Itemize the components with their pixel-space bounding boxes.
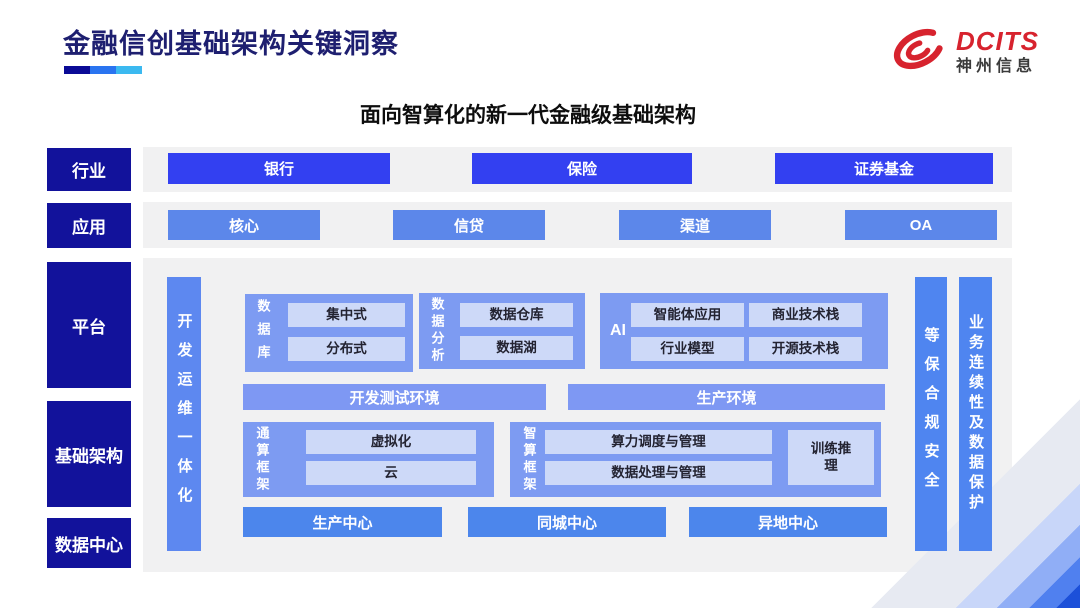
group-intelligent-compute-label: 智算框架: [521, 425, 537, 494]
application-item-oa: OA: [845, 210, 997, 240]
group-ai-label: AI: [610, 322, 626, 339]
layer-label-platform: 平台: [47, 262, 131, 388]
general-item-virtualization: 虚拟化: [306, 430, 476, 454]
intelligent-item-compute-scheduling: 算力调度与管理: [545, 430, 772, 454]
environment-production: 生产环境: [568, 384, 885, 410]
group-database-label: 数据库: [255, 298, 271, 368]
ai-item-opensource-stack: 开源技术栈: [749, 337, 862, 361]
industry-item-securities: 证券基金: [775, 153, 993, 184]
general-item-cloud: 云: [306, 461, 476, 485]
logo-company-text: 神州信息: [956, 57, 1037, 75]
intelligent-item-train-infer: 训练推理: [788, 430, 874, 485]
center-remote: 异地中心: [689, 507, 887, 537]
pillar-business-continuity: 业务连续性及数据保护: [959, 277, 992, 551]
dcits-logo: DCITS 神州信息: [890, 20, 1055, 82]
application-item-credit: 信贷: [393, 210, 545, 240]
ai-item-industry-models: 行业模型: [631, 337, 744, 361]
group-analytics-label: 数据分析: [429, 297, 445, 365]
environment-devtest: 开发测试环境: [243, 384, 546, 410]
database-item-centralized: 集中式: [288, 303, 405, 327]
industry-item-insurance: 保险: [472, 153, 692, 184]
ai-item-agent-apps: 智能体应用: [631, 303, 744, 327]
application-item-core: 核心: [168, 210, 320, 240]
pillar-security-compliance: 等保合规安全: [915, 277, 947, 551]
title-underline: [64, 66, 142, 74]
intelligent-item-data-processing: 数据处理与管理: [545, 461, 772, 485]
page-title: 金融信创基础架构关键洞察: [63, 29, 399, 59]
analytics-item-datalake: 数据湖: [460, 336, 573, 360]
database-item-distributed: 分布式: [288, 337, 405, 361]
logo-brand-text: DCITS: [956, 25, 1039, 56]
center-production: 生产中心: [243, 507, 442, 537]
industry-item-bank: 银行: [168, 153, 390, 184]
group-general-compute-label: 通算框架: [254, 425, 270, 494]
layer-label-industry: 行业: [47, 148, 131, 191]
application-item-channel: 渠道: [619, 210, 771, 240]
layer-label-infrastructure: 基础架构: [47, 401, 131, 507]
layer-label-datacenter: 数据中心: [47, 518, 131, 568]
diagram-subtitle: 面向智算化的新一代金融级基础架构: [360, 104, 696, 127]
ai-item-commercial-stack: 商业技术栈: [749, 303, 862, 327]
pillar-devops: 开发运维一体化: [167, 277, 201, 551]
dcits-swirl-icon: [890, 20, 948, 83]
layer-label-application: 应用: [47, 203, 131, 248]
center-same-city: 同城中心: [468, 507, 666, 537]
analytics-item-warehouse: 数据仓库: [460, 303, 573, 327]
